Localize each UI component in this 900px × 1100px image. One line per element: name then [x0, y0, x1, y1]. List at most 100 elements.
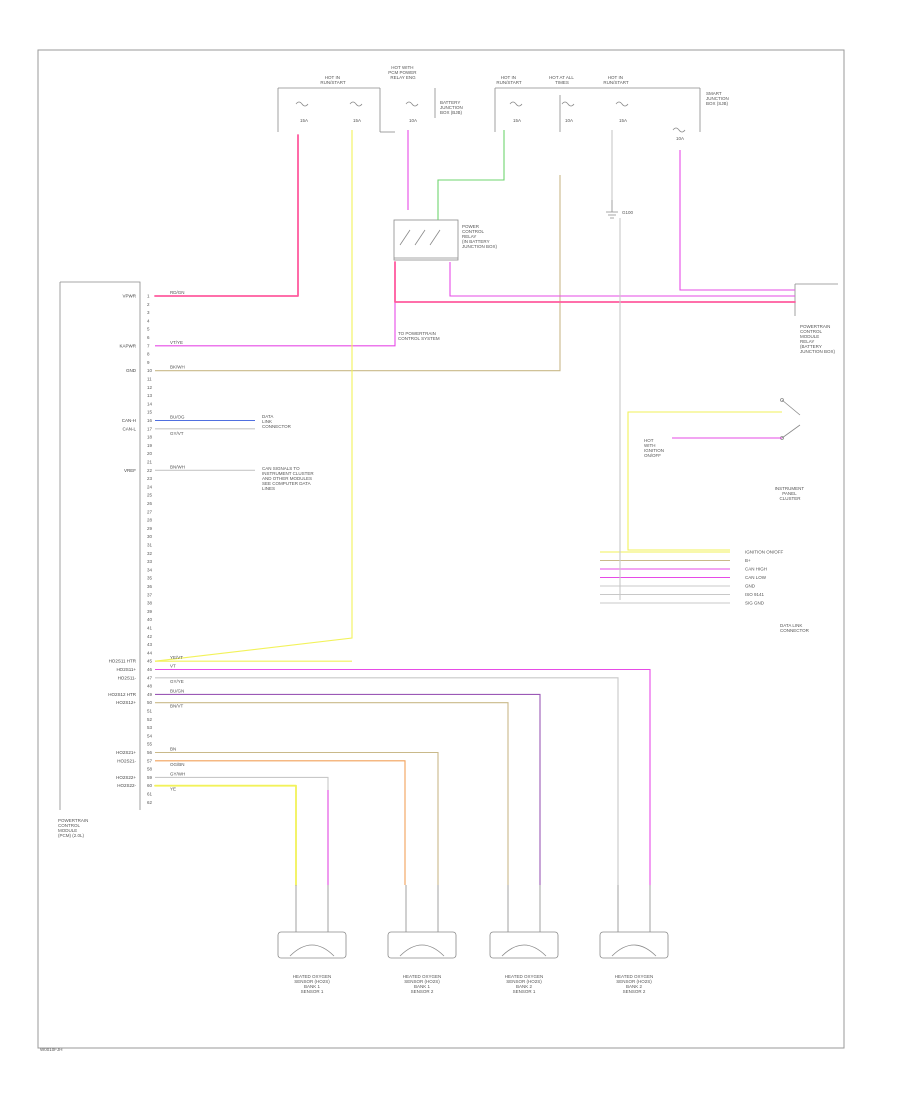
- pcm-pin-number: 48: [147, 684, 153, 689]
- wires: RD/GNVT/YEBK/WHBU/OGGY/VTBN/WHYE/VTVTGY/…: [154, 130, 796, 886]
- pcm-pin-number: 32: [147, 551, 153, 556]
- svg-text:10A: 10A: [565, 118, 573, 123]
- pcm-pin-number: 35: [147, 576, 153, 581]
- pcm-pin-number: 22: [147, 468, 153, 473]
- connector-right-label: DATA LINK CONNECTOR: [780, 623, 810, 633]
- pcm-label: POWERTRAIN CONTROL MODULE (PCM) (2.0L): [58, 818, 90, 838]
- connector-right-pin: CAN HIGH: [745, 567, 767, 572]
- pcm-pin-number: 13: [147, 393, 153, 398]
- fuse-label-3: HOT IN RUN/START: [496, 75, 522, 85]
- fuse-label-4: HOT AT ALL TIMES: [549, 75, 575, 85]
- fuse-label-1: HOT IN RUN/START: [320, 75, 346, 85]
- pcm-pin-number: 34: [147, 567, 153, 572]
- smart-junction-label: SMART JUNCTION BOX (SJB): [706, 91, 730, 106]
- pcm-pin-number: 43: [147, 642, 153, 647]
- wire-cluster-yellow: [627, 411, 782, 551]
- diagram-frame: [37, 49, 845, 1049]
- hcm-label: HOT WITH IGNITION ON/OFF: [644, 438, 665, 458]
- wire-code-ho2s21-minus: OG/BN: [170, 762, 185, 767]
- connector-right-pin: CAN LOW: [745, 575, 767, 580]
- wire-code-ho2s11-plus: VT: [170, 664, 176, 669]
- pcm-pin-number: 50: [147, 700, 153, 705]
- pcm-pin-label: HO2S11 HTR: [109, 659, 137, 664]
- wire-code-can-h: BU/OG: [170, 415, 185, 420]
- pcm-pin-number: 18: [147, 435, 153, 440]
- fuse-label-5: HOT IN RUN/START: [603, 75, 629, 85]
- fuse-2: 15A: [349, 101, 363, 123]
- wire-ho2s12-plus: [155, 702, 509, 885]
- pcm-pin-number: 59: [147, 775, 153, 780]
- svg-text:15A: 15A: [353, 118, 361, 123]
- wire-code-vref: BN/WH: [170, 464, 185, 469]
- pcm-pin-number: 30: [147, 534, 153, 539]
- pcm-pin-label: GND: [126, 368, 137, 373]
- pcm-pin-number: 47: [147, 675, 153, 680]
- pcm-pin-number: 26: [147, 501, 153, 506]
- right-pcm-relay-module: POWERTRAIN CONTROL MODULE RELAY (BATTERY…: [794, 283, 838, 354]
- wire-code-ho2s22-minus: YE: [170, 787, 176, 792]
- relay-label: POWER CONTROL RELAY (IN BATTERY JUNCTION…: [462, 224, 498, 249]
- wire-vpwr: [154, 134, 299, 297]
- pcm-pin-number: 21: [147, 460, 153, 465]
- junction-label: BATTERY JUNCTION BOX (BJB): [440, 100, 464, 115]
- fuse-5: 10A: [561, 101, 575, 123]
- pcm-pin-number: 42: [147, 634, 153, 639]
- pcm-pin-number: 25: [147, 493, 153, 498]
- fuse-3: 10A: [405, 101, 419, 123]
- pcm-pin-number: 51: [147, 709, 153, 714]
- pcm-pin-number: 58: [147, 767, 153, 772]
- wire-relay-feed: [394, 261, 796, 303]
- wire-code-can-l: GY/VT: [170, 431, 184, 436]
- pcm-pin-number: 61: [147, 792, 153, 797]
- wire-ho2s21-plus: [155, 751, 439, 885]
- pcm-pin-number: 7: [147, 343, 150, 348]
- pcm-pin-number: 33: [147, 559, 153, 564]
- pcm-pin-number: 56: [147, 750, 153, 755]
- pcm-pin-number: 46: [147, 667, 153, 672]
- pcm-pin-number: 3: [147, 310, 150, 315]
- svg-text:15A: 15A: [300, 118, 308, 123]
- pcm-pin-number: 36: [147, 584, 153, 589]
- pcm-pin-label: HO2S11+: [116, 667, 136, 672]
- svg-text:15A: 15A: [513, 118, 521, 123]
- pcm-pin-number: 19: [147, 443, 153, 448]
- pcm-pin-number: 27: [147, 509, 153, 514]
- pcm-pin-number: 60: [147, 783, 153, 788]
- left-note-powertrain: TO POWERTRAIN CONTROL SYSTEM: [398, 331, 440, 341]
- pcm-pin-number: 24: [147, 484, 153, 489]
- wire-code-ho2s11-htr: YE/VT: [170, 655, 183, 660]
- left-note-can: CAN SIGNALS TO INSTRUMENT CLUSTER AND OT…: [262, 466, 315, 491]
- wire-gnd: [155, 175, 561, 372]
- wire-code-kapwr: VT/YE: [170, 340, 183, 345]
- pcm-pin-number: 17: [147, 426, 153, 431]
- wire-ho2s11-minus: [155, 677, 619, 885]
- switch-label: INSTRUMENT PANEL CLUSTER: [775, 486, 806, 501]
- pcm-pin-number: 45: [147, 659, 153, 664]
- pcm-pin-number: 38: [147, 601, 153, 606]
- pcm-pin-number: 29: [147, 526, 153, 531]
- pcm-pin-number: 4: [147, 318, 150, 323]
- connector-right-pin: SIG GND: [745, 601, 765, 606]
- pcm-pin-number: 31: [147, 543, 153, 548]
- pcm-pin-number: 16: [147, 418, 153, 423]
- pcm-pin-number: 2: [147, 302, 150, 307]
- wire-code-ho2s12-plus: BN/VT: [170, 704, 184, 709]
- connector-right-pin: GND: [745, 584, 756, 589]
- wire-code-ho2s11-minus: GY/YE: [170, 679, 184, 684]
- svg-text:15A: 15A: [619, 118, 627, 123]
- pcm-pin-number: 14: [147, 401, 153, 406]
- wire-sjb-magenta: [679, 150, 795, 291]
- wire-ho2s21-minus: [155, 760, 406, 885]
- pcm-pin-label: HO2S21+: [116, 750, 136, 755]
- pcm-pin-number: 53: [147, 725, 153, 730]
- pcm-pin-number: 5: [147, 327, 150, 332]
- pcm-pin-number: 11: [147, 377, 152, 382]
- ground-g100: G100: [606, 200, 634, 219]
